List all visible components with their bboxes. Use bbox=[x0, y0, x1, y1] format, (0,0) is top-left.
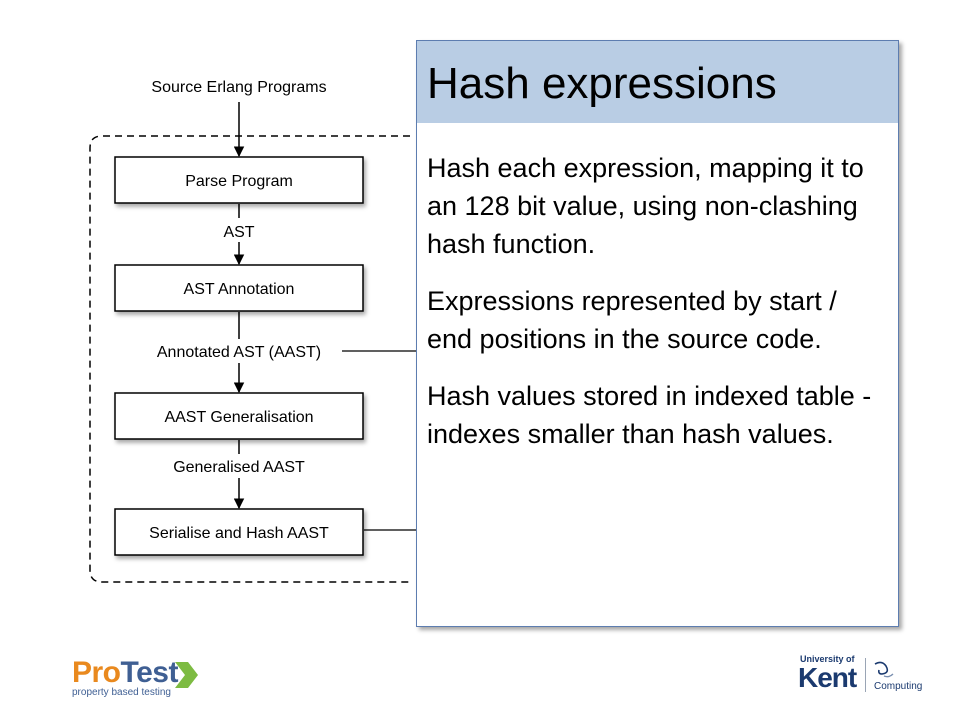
step-box-parse-program: Parse Program bbox=[114, 156, 364, 204]
kent-department: Computing bbox=[874, 681, 923, 692]
protest-name-test: Test bbox=[120, 656, 179, 689]
hash-expressions-panel: Hash expressions Hash each expression, m… bbox=[416, 40, 899, 627]
kent-name: Kent bbox=[798, 662, 857, 693]
panel-title: Hash expressions bbox=[427, 59, 777, 108]
protest-arrow-icon bbox=[175, 662, 198, 688]
protest-name-pro: Pro bbox=[72, 656, 121, 689]
kent-divider bbox=[865, 658, 866, 692]
step-label: Serialise and Hash AAST bbox=[149, 525, 329, 542]
panel-body: Hash each expression, mapping it to an 1… bbox=[427, 149, 889, 472]
step-label: AAST Generalisation bbox=[164, 409, 313, 426]
step-box-aast-generalisation: AAST Generalisation bbox=[114, 392, 364, 440]
protest-tagline: property based testing bbox=[72, 687, 171, 698]
step-box-ast-annotation: AST Annotation bbox=[114, 264, 364, 312]
dashed-boundary bbox=[89, 135, 410, 583]
protest-wordmark: ProTest bbox=[72, 656, 178, 690]
panel-header: Hash expressions bbox=[417, 41, 898, 123]
university-of-kent-logo: University of Kent Computing bbox=[798, 654, 928, 698]
flow-label-ast: AST bbox=[223, 224, 254, 241]
kent-university-of: University of bbox=[800, 654, 855, 664]
panel-paragraph: Expressions represented by start / end p… bbox=[427, 286, 837, 354]
flow-label-aast: Annotated AST (AAST) bbox=[157, 344, 321, 361]
step-label: Parse Program bbox=[185, 173, 293, 190]
panel-paragraph: Hash each expression, mapping it to an 1… bbox=[427, 153, 864, 259]
step-box-serialise-hash: Serialise and Hash AAST bbox=[114, 508, 364, 556]
panel-paragraph: Hash values stored in indexed table - in… bbox=[427, 381, 872, 449]
kent-swirl-icon bbox=[874, 661, 894, 678]
flow-label-generalised-aast: Generalised AAST bbox=[173, 459, 305, 476]
input-label: Source Erlang Programs bbox=[151, 79, 326, 96]
protest-logo: ProTest property based testing bbox=[72, 656, 212, 698]
step-label: AST Annotation bbox=[184, 281, 295, 298]
